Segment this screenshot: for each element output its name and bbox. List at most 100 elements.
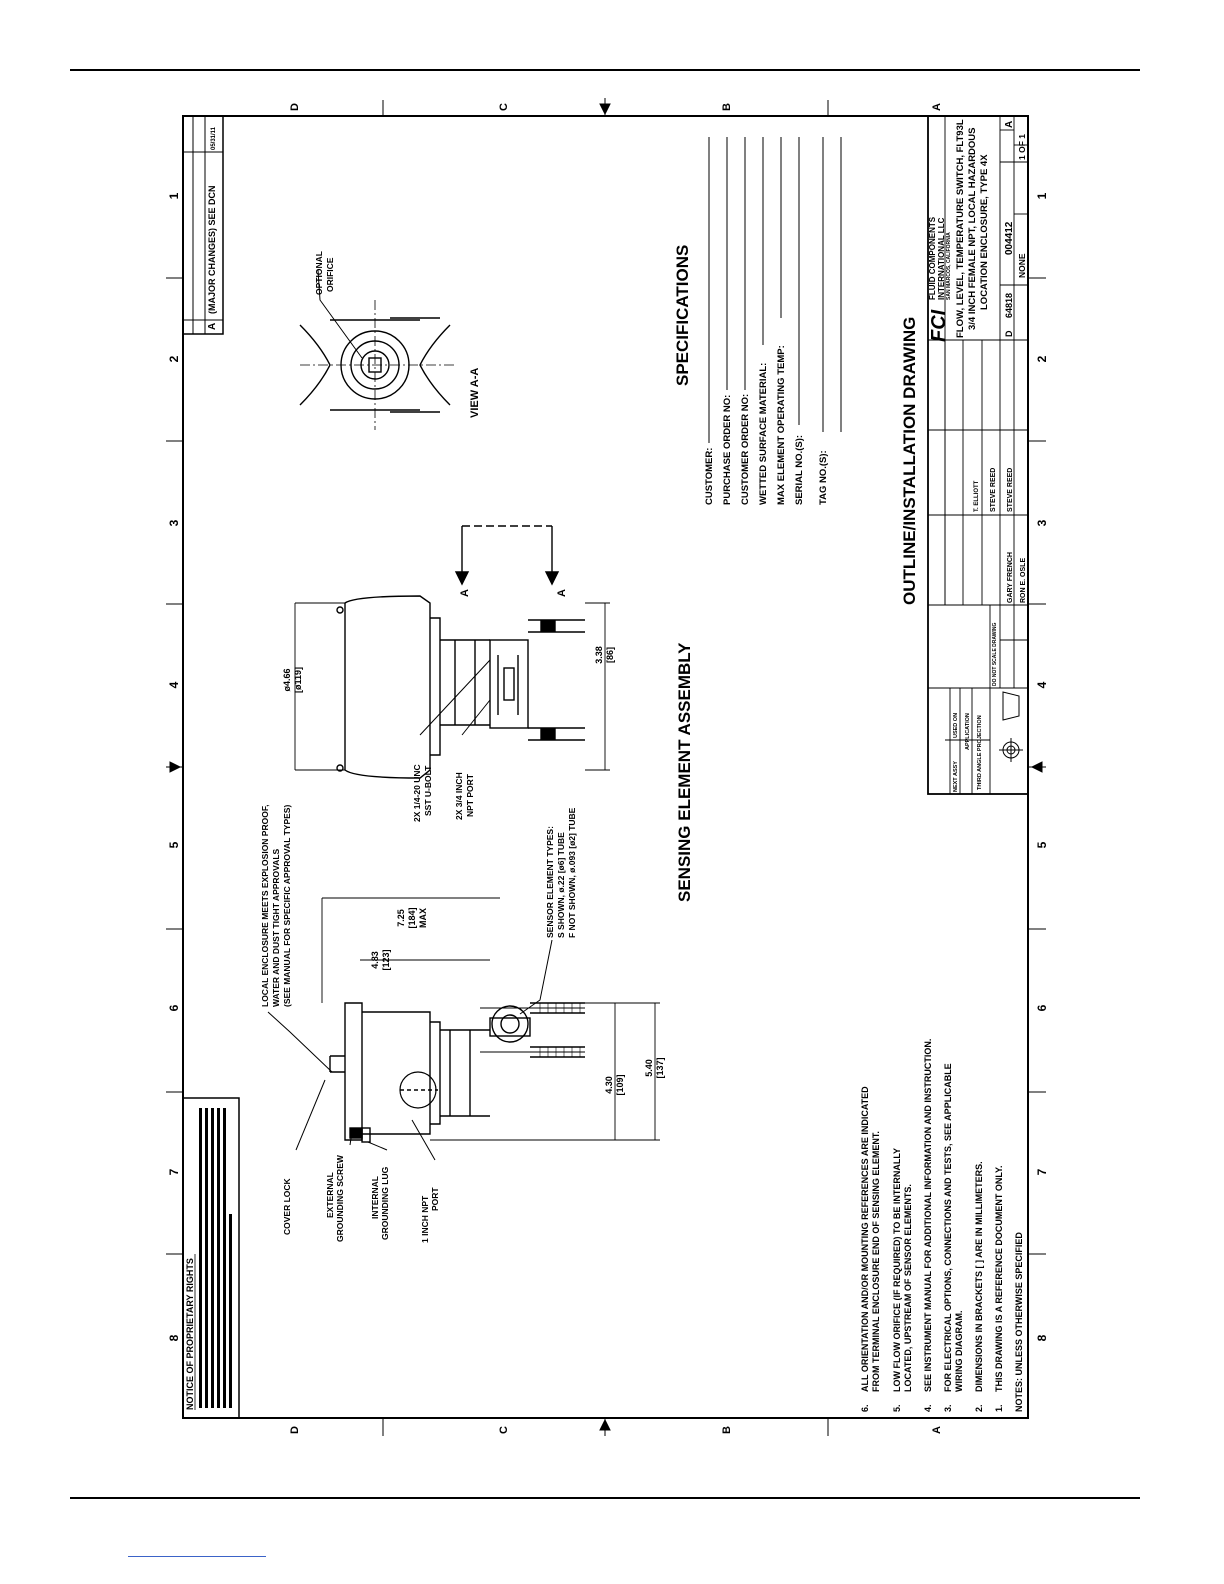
notice-title: NOTICE OF PROPRIETARY RIGHTS xyxy=(185,1258,195,1410)
col-numbers: 8 7 6 5 4 3 2 1 8 7 6 5 4 3 2 1 xyxy=(167,192,1049,1341)
zone-letter-bottom: A xyxy=(931,1426,943,1434)
section-marker-a-2: A xyxy=(556,589,568,597)
company-name-1: FLUID COMPONENTS xyxy=(928,216,937,300)
zone-number-left: 7 xyxy=(167,1168,181,1175)
note-number: 4. xyxy=(923,1404,933,1412)
drawing-title-1: FLOW, LEVEL, TEMPERATURE SWITCH, FLT93L xyxy=(955,119,966,338)
spec-label: CUSTOMER: xyxy=(704,448,715,505)
dim-430-mm: [109] xyxy=(615,1074,625,1095)
note-number: 5. xyxy=(892,1404,902,1412)
heading-sensing-element-assembly: SENSING ELEMENT ASSEMBLY xyxy=(675,642,694,902)
zone-number-right: 4 xyxy=(1035,681,1049,688)
callout-npt-port-34-2: NPT PORT xyxy=(465,773,475,817)
spec-label: WETTED SURFACE MATERIAL: xyxy=(758,363,769,505)
zone-letter-top: C xyxy=(498,103,510,111)
dim-430: 4.30 xyxy=(604,1076,614,1094)
zone-number-right: 5 xyxy=(1035,841,1049,848)
note-text-cont: WIRING DIAGRAM. xyxy=(954,1311,964,1393)
zone-number-right: 3 xyxy=(1035,519,1049,526)
drawn-by: GARY FRENCH xyxy=(1007,552,1014,603)
used-on-label: USED ON xyxy=(953,713,959,738)
dim-466-mm: [ø119] xyxy=(293,667,303,693)
notes: NOTES: UNLESS OTHERWISE SPECIFIED 1. THI… xyxy=(860,1039,1024,1412)
spec-fields: CUSTOMER: PURCHASE ORDER NO: CUSTOMER OR… xyxy=(704,137,842,505)
company-name-2: INTERNATIONAL LLC xyxy=(937,217,946,300)
zone-letter-bottom: D xyxy=(289,1426,301,1434)
spec-field[interactable]: TAG NO.(S): xyxy=(818,137,842,505)
row-letters: D C B A D C B A xyxy=(289,103,943,1434)
view-aa xyxy=(299,269,455,430)
rev-description: (MAJOR CHANGES) SEE DCN xyxy=(207,185,217,314)
zone-number-left: 4 xyxy=(167,681,181,688)
notice-fine-print xyxy=(199,1108,232,1408)
spec-label: TAG NO.(S): xyxy=(818,450,829,505)
callout-sensor-types: SENSOR ELEMENT TYPES: xyxy=(545,826,555,938)
callout-npt-port-2: PORT xyxy=(430,1187,440,1211)
dim-725-mm: [184] xyxy=(407,907,417,928)
zone-number-left: 1 xyxy=(167,192,181,199)
zone-number-right: 7 xyxy=(1035,1168,1049,1175)
company-logo: FCI xyxy=(928,309,950,342)
dim-725-max: MAX xyxy=(418,908,428,928)
checked-by: STEVE REED xyxy=(990,468,997,512)
zone-letter-bottom: C xyxy=(498,1426,510,1434)
zone-number-left: 8 xyxy=(167,1334,181,1341)
spec-field[interactable]: PURCHASE ORDER NO: xyxy=(722,137,733,505)
spec-field[interactable]: CUSTOMER ORDER NO: xyxy=(740,137,751,505)
sensor-front-view xyxy=(294,525,610,779)
dim-540: 5.40 xyxy=(644,1059,654,1077)
spec-label: MAX ELEMENT OPERATING TEMP: xyxy=(776,345,787,505)
leader-lines-left xyxy=(267,939,553,1161)
callout-optional-orifice-2: ORIFICE xyxy=(325,257,335,292)
spec-field[interactable]: MAX ELEMENT OPERATING TEMP: xyxy=(776,137,787,505)
callout-cover-lock: COVER LOCK xyxy=(282,1177,292,1235)
callout-enclosure-note: LOCAL ENCLOSURE MEETS EXPLOSION PROOF, xyxy=(260,805,270,1007)
bottom-rule xyxy=(70,1497,1140,1499)
company-location: SAN MARCOS, CALIFORNIA xyxy=(946,232,952,300)
title-block: FCI FLUID COMPONENTS INTERNATIONAL LLC S… xyxy=(927,115,1029,795)
leader-lines-middle xyxy=(419,659,491,736)
spec-label: CUSTOMER ORDER NO: xyxy=(740,394,751,505)
notes-header: NOTES: UNLESS OTHERWISE SPECIFIED xyxy=(1014,1232,1024,1412)
view-aa-label: VIEW A-A xyxy=(469,368,481,418)
sheet-value: 1 OF 1 xyxy=(1017,134,1027,160)
spec-label: SERIAL NO.(S): xyxy=(794,435,805,505)
issued-by: RON E. OSLE xyxy=(1020,558,1027,603)
note-text: FOR ELECTRICAL OPTIONS, CONNECTIONS AND … xyxy=(943,1063,953,1392)
enclosure-side-view xyxy=(321,897,660,1143)
rev-value: A xyxy=(1004,121,1015,128)
heading-specifications: SPECIFICATIONS xyxy=(673,245,692,386)
note-number: 6. xyxy=(860,1404,870,1412)
dont-scale-note: DO NOT SCALE DRAWING xyxy=(992,623,998,686)
next-assy-label: NEXT ASSY xyxy=(953,761,959,792)
footer-link-underline[interactable] xyxy=(128,1556,266,1557)
zone-number-left: 2 xyxy=(167,355,181,362)
spec-field[interactable]: WETTED SURFACE MATERIAL: xyxy=(758,137,769,505)
callout-ubolt: 2X 1/4-20 UNC xyxy=(412,764,422,822)
projection-label: THIRD ANGLE PROJECTION xyxy=(977,715,983,790)
drawing-title-2: 3/4 INCH FEMALE NPT, LOCAL HAZARDOUS xyxy=(967,127,978,330)
zone-number-right: 8 xyxy=(1035,1334,1049,1341)
centering-arrows xyxy=(169,98,1043,1431)
spec-field[interactable]: CUSTOMER: xyxy=(704,137,715,505)
spec-label: PURCHASE ORDER NO: xyxy=(722,395,733,505)
spec-field[interactable]: SERIAL NO.(S): xyxy=(794,137,805,505)
heading-outline-installation: OUTLINE/INSTALLATION DRAWING xyxy=(900,317,919,605)
dimension-labels: 7.25 [184] MAX 4.83 [123] 4.30 [109] 5.4… xyxy=(282,646,665,1095)
callout-npt-port: 1 INCH NPT xyxy=(420,1195,430,1243)
note-text: DIMENSIONS IN BRACKETS [ ] ARE IN MILLIM… xyxy=(974,1161,984,1392)
scale-value: NONE xyxy=(1017,253,1027,278)
zone-number-right: 1 xyxy=(1035,192,1049,199)
zone-number-right: 6 xyxy=(1035,1004,1049,1011)
callouts: COVER LOCK EXTERNAL GROUNDING SCREW INTE… xyxy=(260,251,577,1243)
dim-725: 7.25 xyxy=(396,909,406,927)
approved-by: T. ELLIOTT xyxy=(974,480,980,512)
drawing-title-3: LOCATION ENCLOSURE, TYPE 4X xyxy=(979,154,990,310)
callout-external-ground: EXTERNAL xyxy=(325,1172,335,1218)
dim-466: ø4.66 xyxy=(282,668,292,691)
zone-number-left: 3 xyxy=(167,519,181,526)
cage-value: 64818 xyxy=(1004,293,1014,318)
sheet-frame xyxy=(166,100,1046,1436)
callout-enclosure-note-2: WATER AND DUST TIGHT APPROVALS xyxy=(271,848,281,1007)
